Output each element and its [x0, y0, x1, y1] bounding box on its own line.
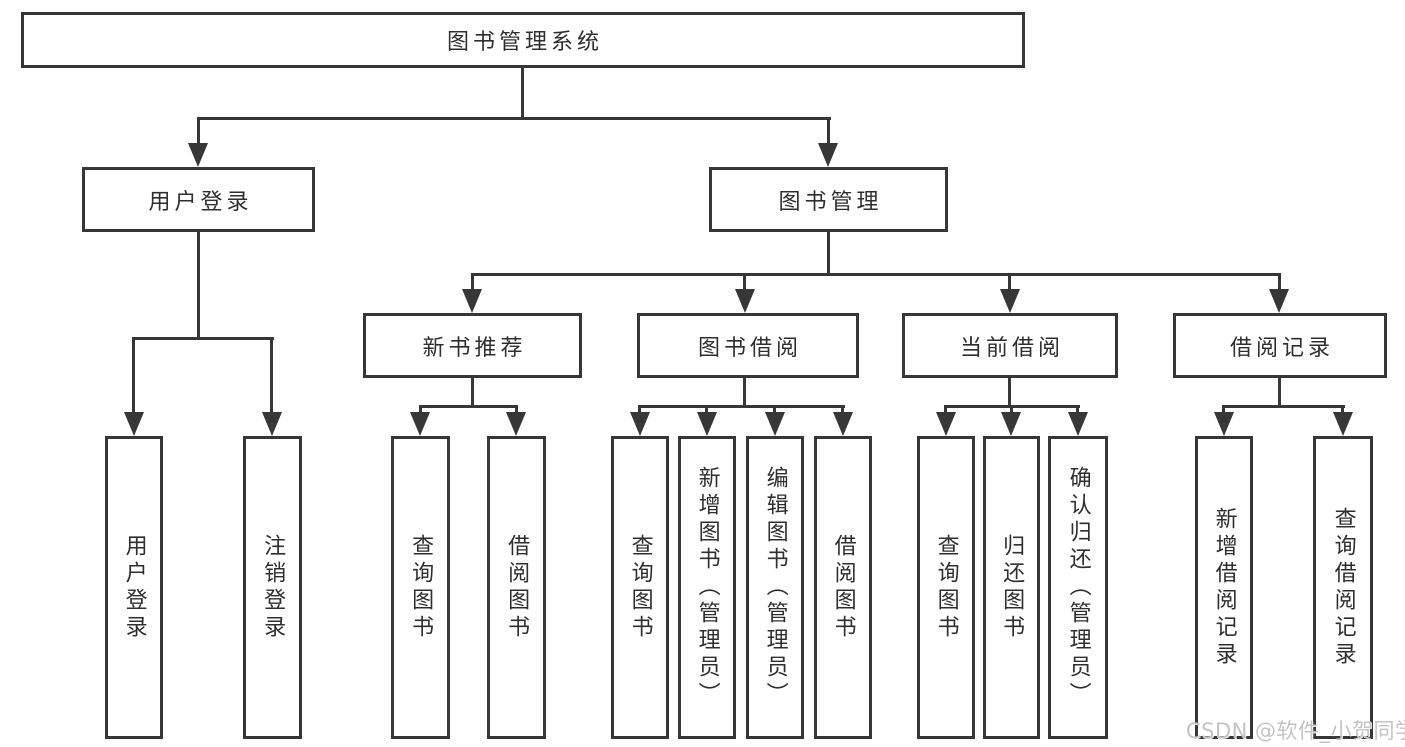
leaf-search-borrow-record: 查询借阅记录: [1313, 436, 1373, 739]
connector-line: [841, 405, 844, 414]
connector-line: [419, 405, 422, 414]
csdn-watermark: CSDN @软件_小贺同学: [1186, 719, 1405, 743]
connector-line: [705, 405, 708, 414]
arrowhead-down-icon: [833, 412, 853, 436]
connector-line: [471, 378, 474, 408]
connector-line: [1222, 405, 1345, 408]
node-book-management: 图书管理: [709, 167, 948, 232]
arrowhead-down-icon: [462, 289, 482, 313]
connector-line: [1010, 405, 1013, 414]
arrowhead-down-icon: [765, 412, 785, 436]
node-new-book-recommendation: 新书推荐: [363, 313, 582, 378]
arrowhead-down-icon: [506, 412, 526, 436]
connector-line: [773, 405, 776, 414]
connector-line: [197, 117, 200, 147]
connector-line: [197, 232, 200, 340]
leaf-label: 查询图书: [627, 533, 653, 642]
leaf-label: 查询图书: [933, 533, 959, 642]
arrowhead-down-icon: [818, 143, 838, 167]
connector-line: [1222, 405, 1225, 414]
connector-line: [743, 378, 746, 408]
connector-line: [827, 117, 830, 147]
node-current-borrowing: 当前借阅: [902, 313, 1118, 378]
connector-line: [132, 337, 274, 340]
arrowhead-down-icon: [1000, 289, 1020, 313]
connector-line: [827, 232, 830, 276]
leaf-add-book-admin: 新增图书（管理员）: [678, 436, 736, 739]
node-label: 图书管理: [778, 189, 883, 215]
arrowhead-down-icon: [697, 412, 717, 436]
node-label: 图书管理系统: [446, 30, 603, 55]
leaf-search-books-newbook: 查询图书: [391, 436, 450, 739]
connector-line: [515, 405, 518, 414]
arrowhead-down-icon: [1068, 412, 1088, 436]
leaf-borrow-books-newbook: 借阅图书: [487, 436, 546, 739]
connector-line: [1341, 405, 1344, 414]
leaf-borrow-books: 借阅图书: [814, 436, 872, 739]
node-label: 新书推荐: [422, 335, 527, 361]
connector-line: [471, 273, 1281, 276]
connector-line: [270, 337, 273, 415]
leaf-search-books-borrow: 查询图书: [611, 436, 669, 739]
arrowhead-down-icon: [188, 143, 208, 167]
leaf-label: 借阅图书: [830, 533, 856, 642]
leaf-label: 查询图书: [408, 533, 434, 642]
arrowhead-down-icon: [124, 412, 144, 436]
arrowhead-down-icon: [1333, 412, 1353, 436]
connector-line: [419, 405, 518, 408]
leaf-label: 新增图书（管理员）: [694, 466, 720, 709]
node-borrowing-records: 借阅记录: [1173, 313, 1387, 378]
node-library-management-system: 图书管理系统: [21, 12, 1025, 68]
arrowhead-down-icon: [1001, 412, 1021, 436]
leaf-logout: 注销登录: [243, 436, 302, 739]
node-book-borrowing: 图书借阅: [637, 313, 859, 378]
leaf-label: 借阅图书: [504, 533, 530, 642]
leaf-return-books: 归还图书: [983, 436, 1040, 739]
leaf-search-books-current: 查询图书: [917, 436, 975, 739]
connector-line: [1076, 405, 1079, 414]
connector-line: [521, 68, 524, 120]
leaf-label: 查询借阅记录: [1330, 506, 1356, 669]
connector-line: [1278, 378, 1281, 408]
leaf-label: 注销登录: [260, 533, 286, 642]
node-label: 借阅记录: [1229, 335, 1334, 361]
leaf-label: 归还图书: [999, 533, 1025, 642]
arrowhead-down-icon: [1269, 289, 1289, 313]
connector-line: [638, 405, 641, 414]
connector-line: [944, 405, 947, 414]
connector-line: [471, 273, 474, 289]
leaf-label: 编辑图书（管理员）: [762, 466, 788, 709]
arrowhead-down-icon: [262, 412, 282, 436]
connector-line: [743, 273, 746, 289]
connector-line: [132, 337, 135, 415]
arrowhead-down-icon: [735, 289, 755, 313]
arrowhead-down-icon: [410, 412, 430, 436]
leaf-add-borrow-record: 新增借阅记录: [1195, 436, 1253, 739]
leaf-user-login: 用户登录: [105, 436, 163, 739]
node-label: 当前借阅: [959, 335, 1064, 361]
connector-line: [1008, 378, 1011, 408]
connector-line: [1008, 273, 1011, 289]
connector-line: [638, 405, 845, 408]
arrowhead-down-icon: [936, 412, 956, 436]
leaf-edit-book-admin: 编辑图书（管理员）: [746, 436, 804, 739]
arrowhead-down-icon: [630, 412, 650, 436]
leaf-label: 确认归还（管理员）: [1065, 466, 1091, 709]
arrowhead-down-icon: [1214, 412, 1234, 436]
leaf-confirm-return-admin: 确认归还（管理员）: [1048, 436, 1108, 739]
leaf-label: 新增借阅记录: [1211, 506, 1237, 669]
connector-line: [1278, 273, 1281, 289]
leaf-label: 用户登录: [121, 533, 147, 642]
node-user-login: 用户登录: [82, 167, 315, 232]
node-label: 图书借阅: [697, 335, 802, 361]
connector-line: [197, 117, 831, 120]
node-label: 用户登录: [148, 189, 253, 215]
